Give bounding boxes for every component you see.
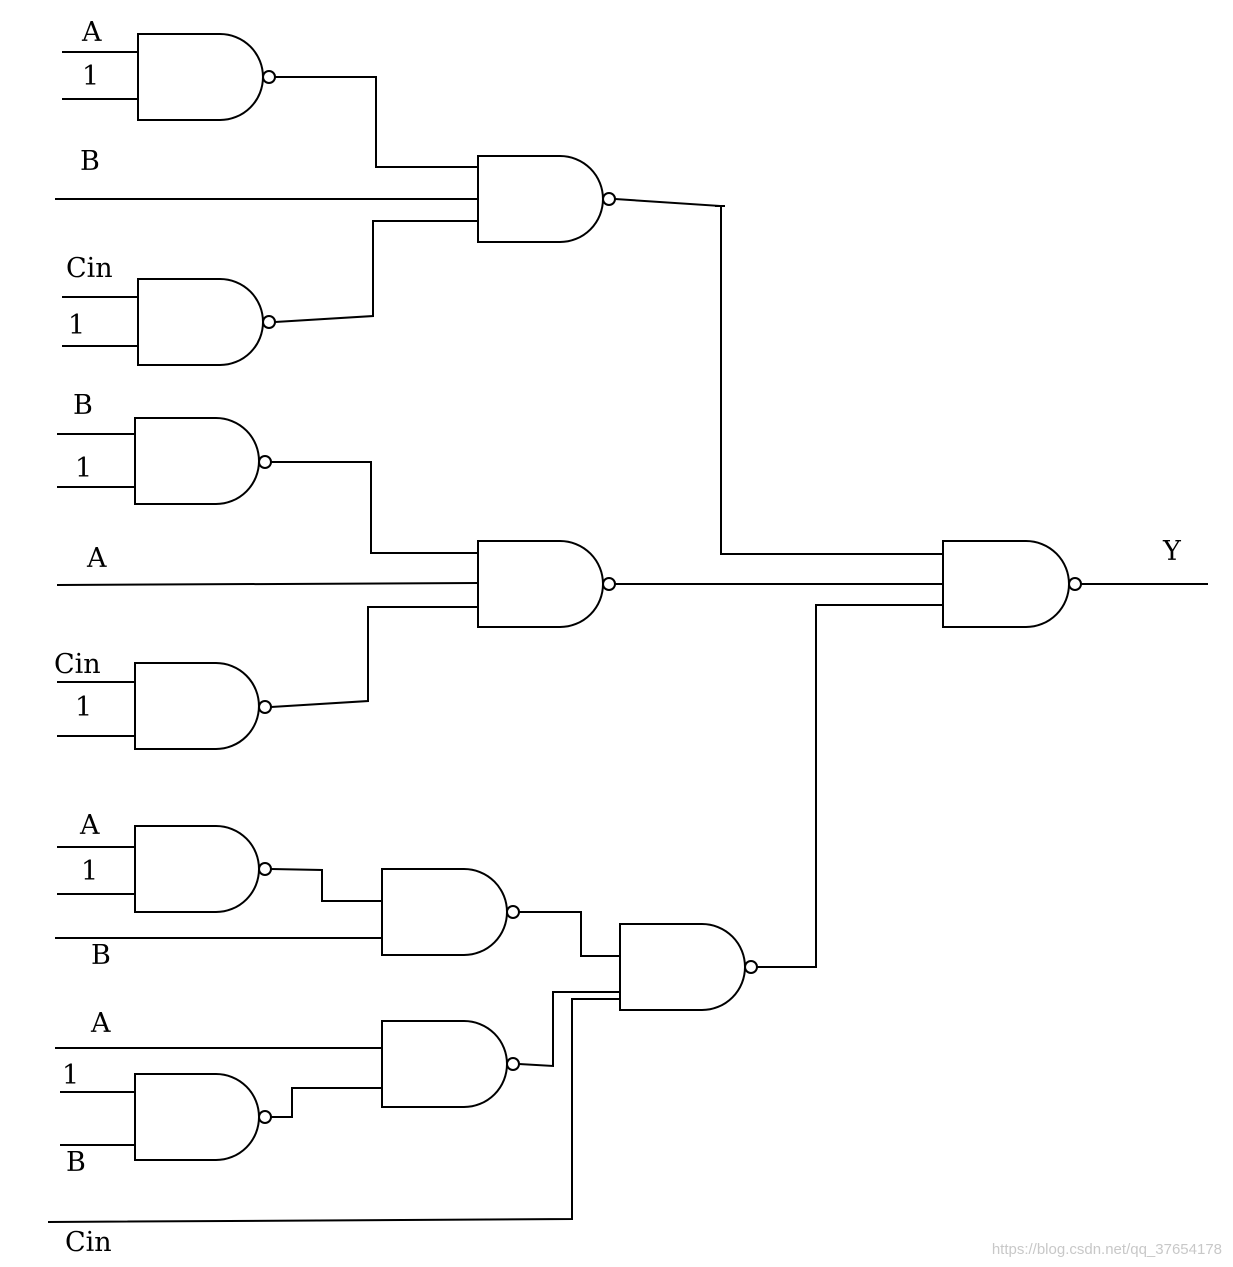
label-output-y: Y xyxy=(1162,536,1182,567)
watermark-text: https://blog.csdn.net/qq_37654178 xyxy=(992,1241,1222,1258)
label-g4-in-cin: Cin xyxy=(54,649,101,680)
wire-a-mid xyxy=(56,582,479,586)
label-cin-wire: Cin xyxy=(65,1227,112,1258)
nand-gate-8 xyxy=(381,868,520,956)
wire-g7-out xyxy=(270,868,382,902)
label-g2-in-1: 1 xyxy=(68,310,85,341)
nand-gate-11 xyxy=(619,923,758,1011)
wire-g11-out xyxy=(757,604,943,968)
nand-gate-4 xyxy=(134,662,272,750)
nand-gate-7 xyxy=(134,825,272,913)
wire-g8-out xyxy=(519,911,620,957)
nand-gate-5 xyxy=(477,155,616,243)
wire-g4-out xyxy=(270,606,478,708)
wire-g10-out xyxy=(271,1087,382,1118)
wire-g2-out xyxy=(274,220,478,323)
nand-gate-3 xyxy=(134,417,272,505)
label-g7-in-a: A xyxy=(79,810,100,841)
label-b-wire-2: B xyxy=(91,940,111,971)
nand-gate-2 xyxy=(137,278,276,366)
label-g3-in-b: B xyxy=(73,390,93,421)
label-a-wire-2: A xyxy=(90,1008,111,1039)
wire-g9-out xyxy=(518,991,620,1068)
label-g2-in-cin: Cin xyxy=(66,253,113,284)
wire-g1-out xyxy=(275,76,478,168)
label-g10-in-b: B xyxy=(66,1147,86,1178)
label-g7-in-1: 1 xyxy=(81,856,98,887)
label-g1-in-a: A xyxy=(81,17,102,48)
nand-gate-final xyxy=(942,540,1082,628)
label-g1-in-1: 1 xyxy=(82,61,99,92)
label-a-wire-1: A xyxy=(86,543,107,574)
nand-gate-1 xyxy=(137,33,276,121)
label-b-wire-1: B xyxy=(80,146,100,177)
wire-g3-out xyxy=(271,461,478,554)
label-g10-in-1: 1 xyxy=(62,1060,79,1091)
nand-gate-10 xyxy=(134,1073,272,1161)
wire-cin-bottom xyxy=(47,998,620,1223)
label-g4-in-1: 1 xyxy=(75,692,92,723)
nand-gate-6 xyxy=(477,540,616,628)
wire-g5-out xyxy=(614,198,943,555)
label-g3-in-1: 1 xyxy=(75,453,92,484)
nand-gate-9 xyxy=(381,1020,520,1108)
